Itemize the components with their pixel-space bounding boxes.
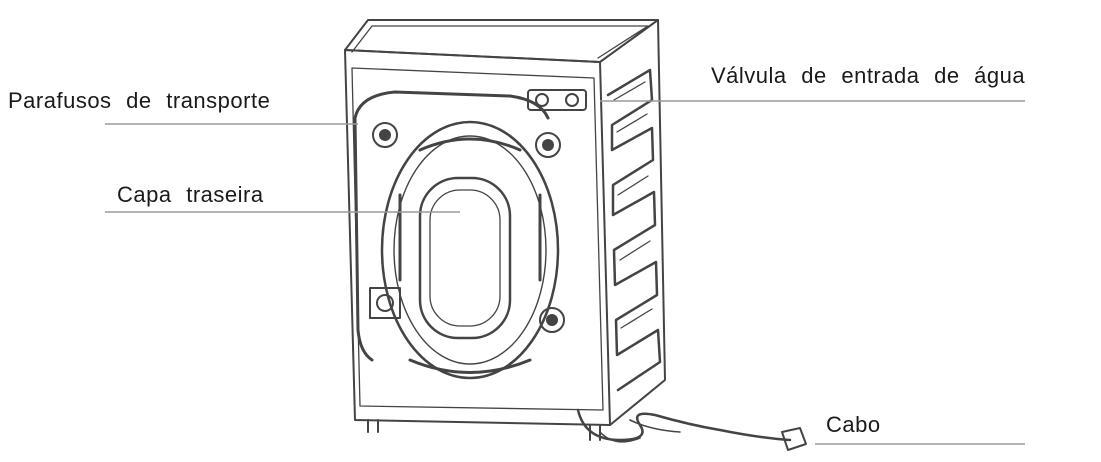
- drain-hose: [353, 90, 550, 362]
- water-inlet-valve: [527, 89, 587, 111]
- label-transport-bolts: Parafusos de transporte: [8, 88, 271, 113]
- side-reinforcement-ribs: [606, 68, 662, 392]
- transport-bolt-top-right: [535, 132, 561, 158]
- label-back-cover: Capa traseira: [117, 182, 264, 207]
- transport-bolt-bottom-right: [539, 307, 565, 333]
- back-cover-inner-opening: [418, 176, 512, 340]
- transport-bolt-bottom-left: [369, 287, 401, 319]
- back-cover-outer-oval: [380, 120, 560, 380]
- machine-feet: [367, 419, 601, 441]
- label-water-inlet-valve: Válvula de entrada de água: [711, 63, 1026, 88]
- machine-back-panel: [344, 49, 611, 426]
- power-plug: [781, 427, 807, 451]
- label-cable: Cabo: [826, 412, 881, 437]
- power-cable: [576, 408, 792, 442]
- transport-bolt-top-left: [372, 122, 398, 148]
- machine-side-panel: [599, 19, 666, 426]
